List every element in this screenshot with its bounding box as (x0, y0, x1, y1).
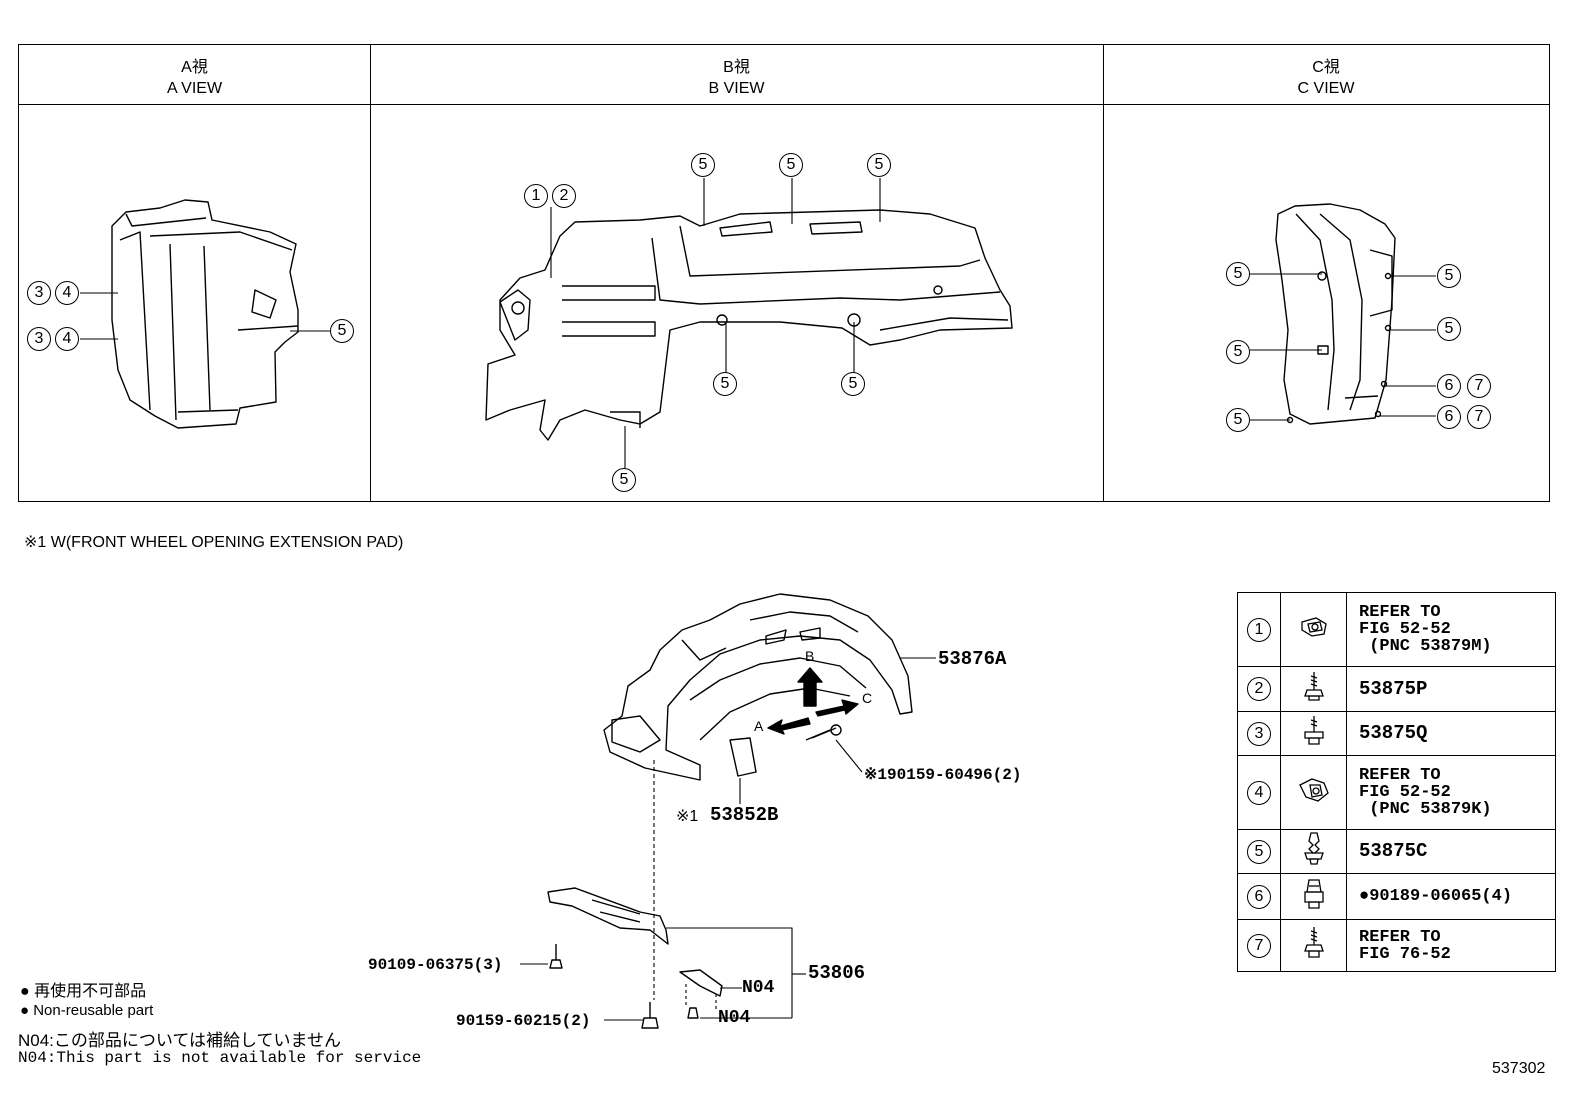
callout-7: 7 (1467, 405, 1491, 429)
arrow-label-b: B (805, 648, 815, 664)
legend-text: REFER TO FIG 52-52 (PNC 53879M) (1346, 592, 1556, 667)
view-divider (1103, 45, 1104, 501)
callout-5: 5 (1226, 262, 1250, 286)
legend-number: 4 (1247, 780, 1271, 805)
legend-text: 53875Q (1346, 711, 1556, 756)
c-view-header: C視 C VIEW (1103, 45, 1549, 105)
legend-row: 7 REFER TO FIG 76-52 (1237, 919, 1556, 972)
callout-5: 5 (1226, 408, 1250, 432)
cap-nut-icon (1280, 873, 1347, 920)
legend-number: 3 (1247, 721, 1271, 746)
callout-5: 5 (867, 153, 891, 177)
screw-icon (1280, 711, 1347, 756)
callout-6: 6 (1437, 374, 1461, 398)
part-label-screw-ref: ※190159-60496(2) (864, 766, 1022, 784)
a-view-header: A視 A VIEW (19, 45, 370, 105)
a-view-liner-drawing (111, 199, 299, 429)
b-view-header: B視 B VIEW (370, 45, 1103, 105)
direction-arrows (767, 667, 859, 735)
legend-text: 53875P (1346, 666, 1556, 712)
callout-3: 3 (27, 327, 51, 351)
callout-5: 5 (779, 153, 803, 177)
legend-text: 53875C (1346, 829, 1556, 874)
n04-note-en: N04:This part is not available for servi… (18, 1049, 422, 1067)
push-clip-icon (1280, 829, 1347, 874)
b-view-title-jp: B視 (723, 59, 750, 76)
callout-leaders (80, 178, 1436, 468)
callout-4: 4 (55, 327, 79, 351)
callout-2: 2 (552, 184, 576, 208)
legend-row: 3 53875Q (1237, 711, 1556, 756)
c-view-title-jp: C視 (1312, 59, 1340, 76)
clip-nut-icon (1280, 755, 1347, 830)
legend-row: 1 REFER TO FIG 52-52 (PNC 53879M) (1237, 592, 1556, 667)
legend-row: 6 ●90189-06065(4) (1237, 873, 1556, 920)
callout-5: 5 (713, 372, 737, 396)
b-view-cell: B視 B VIEW (370, 45, 1103, 501)
legend-number: 7 (1247, 933, 1271, 958)
arrow-label-a: A (754, 718, 764, 734)
callout-5: 5 (612, 468, 636, 492)
callout-5: 5 (1437, 317, 1461, 341)
callout-5: 5 (1437, 264, 1461, 288)
n04-note-jp: N04:この部品については補給していません (18, 1031, 342, 1050)
nonreusable-note-jp: ● 再使用不可部品 (20, 983, 147, 1000)
legend-text: REFER TO FIG 52-52 (PNC 53879K) (1346, 755, 1556, 830)
callout-7: 7 (1467, 374, 1491, 398)
c-view-cell: C視 C VIEW (1103, 45, 1549, 501)
legend-row: 2 53875P (1237, 666, 1556, 712)
main-wheel-liner-drawing (603, 593, 913, 781)
main-leaders (520, 657, 936, 1021)
b-view-title-en: B VIEW (708, 80, 765, 97)
screw-icon (1280, 666, 1347, 712)
detail-views-panel: A視 A VIEW B視 B VIEW C視 C VIEW (18, 44, 1550, 502)
a-view-title-en: A VIEW (166, 80, 223, 97)
callout-5: 5 (330, 319, 354, 343)
splash-cover-drawing (547, 887, 723, 997)
legend-row: 4 REFER TO FIG 52-52 (PNC 53879K) (1237, 755, 1556, 830)
callout-5: 5 (691, 153, 715, 177)
part-label-n04: N04 (718, 1008, 751, 1028)
a-view-cell: A視 A VIEW (19, 45, 370, 501)
legend-text: ●90189-06065(4) (1346, 873, 1556, 920)
callout-1: 1 (524, 184, 548, 208)
legend-number: 5 (1247, 839, 1271, 864)
view-divider (370, 45, 371, 501)
part-label-bolt-90109: 90109-06375(3) (368, 956, 503, 974)
part-label-53852B: 53852B (710, 804, 779, 826)
callout-6: 6 (1437, 405, 1461, 429)
legend-number: 2 (1247, 677, 1271, 701)
callout-4: 4 (55, 281, 79, 305)
callout-5: 5 (1226, 340, 1250, 364)
figure-number: 537302 (1492, 1060, 1546, 1077)
nonreusable-note-en: ● Non-reusable part (20, 1002, 154, 1019)
legend-number: 1 (1247, 617, 1271, 642)
legend-text: REFER TO FIG 76-52 (1346, 919, 1556, 972)
part-label-n04: N04 (742, 978, 775, 998)
b-view-liner-drawing (485, 209, 1013, 441)
bolt-drawings (549, 944, 699, 1029)
legend-row: 5 53875C (1237, 829, 1556, 874)
callout-5: 5 (841, 372, 865, 396)
legend-number: 6 (1247, 884, 1271, 909)
pad-prefix: ※1 (676, 808, 699, 825)
c-view-liner-drawing (1275, 203, 1396, 425)
part-label-53806: 53806 (808, 962, 866, 984)
callout-3: 3 (27, 281, 51, 305)
arrow-label-c: C (862, 690, 873, 706)
fastener-legend-table: 1 REFER TO FIG 52-52 (PNC 53879M) 2 5387… (1237, 592, 1556, 972)
clip-nut-icon (1280, 592, 1347, 667)
part-label-bolt-90159: 90159-60215(2) (456, 1012, 591, 1030)
c-view-title-en: C VIEW (1297, 80, 1355, 97)
screw-icon (1280, 919, 1347, 972)
part-label-53876A: 53876A (938, 648, 1007, 670)
note-1: ※1 W(FRONT WHEEL OPENING EXTENSION PAD) (24, 534, 404, 551)
a-view-title-jp: A視 (181, 59, 208, 76)
